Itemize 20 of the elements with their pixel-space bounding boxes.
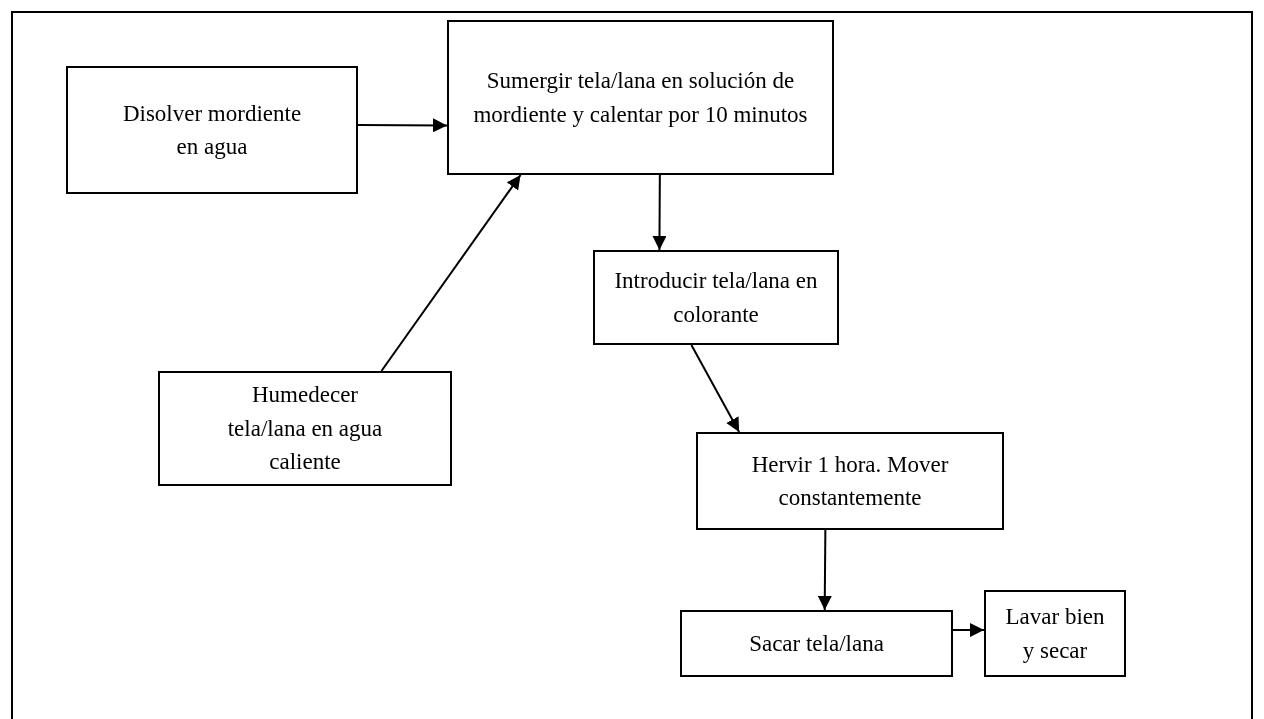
process-box [593, 250, 839, 345]
step-text: Sacar tela/lana [749, 629, 884, 658]
step-text: Introducir tela/lana en colorante [613, 267, 819, 329]
process-box [984, 590, 1126, 677]
process-box [447, 20, 834, 175]
process-box [696, 432, 1004, 530]
arrow [817, 529, 832, 611]
arrow [652, 174, 667, 251]
process-box [66, 66, 358, 194]
arrow [380, 174, 522, 372]
arrow [952, 623, 985, 638]
step-text: Disolver mordiente en agua [121, 99, 303, 161]
arrow [357, 118, 448, 133]
process-box [680, 610, 953, 677]
arrow [690, 344, 741, 433]
step-text: Hervir 1 hora. Mover constantemente [750, 450, 950, 512]
step-text: Humedecer tela/lana en agua caliente [226, 381, 384, 477]
process-box [158, 371, 452, 486]
step-text: Lavar bien y secar [1005, 603, 1105, 665]
step-text: Sumergir tela/lana en solución de mordiente y calentar por 10 minutos [472, 67, 809, 129]
